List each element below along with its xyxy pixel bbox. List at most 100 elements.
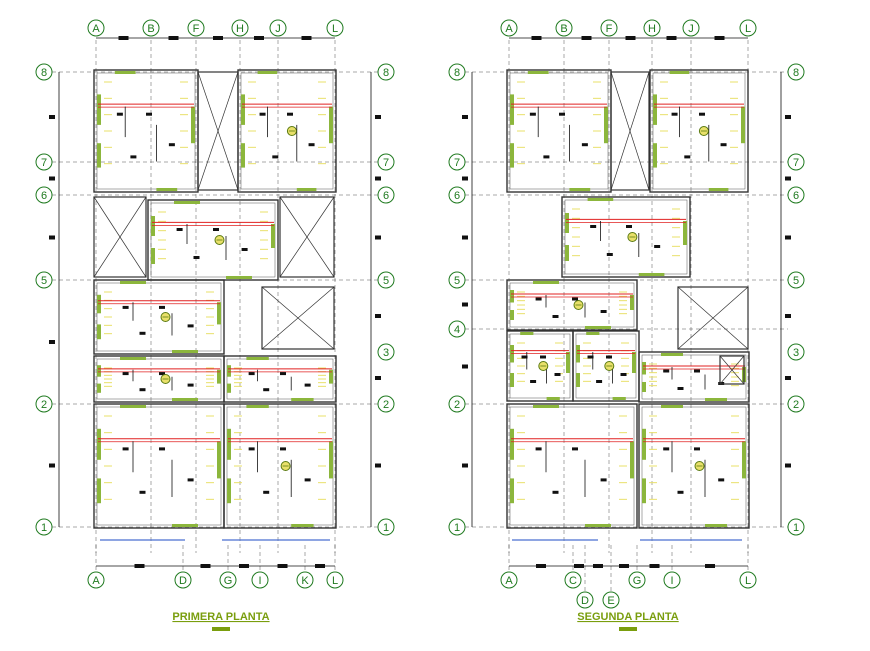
wall-hatch	[510, 290, 514, 303]
wall-hatch	[246, 405, 269, 408]
room-inner-wall	[96, 406, 222, 526]
axis-bubble-top-circle	[187, 19, 205, 37]
dimension-mark	[118, 36, 129, 40]
axis-bubble-top-label: B	[560, 23, 567, 35]
axis-bubble-bottom-circle	[87, 571, 105, 589]
room-wall	[638, 351, 750, 403]
axis-bubble-bottom-label: G	[224, 575, 233, 587]
axis-bubble-left-circle	[35, 518, 53, 536]
axis-bubble-top-label: L	[332, 23, 338, 35]
dimension-mark	[122, 447, 129, 451]
room-inner-wall	[509, 406, 635, 526]
axis-bubble-top-label: A	[505, 23, 513, 35]
dimension-mark	[277, 564, 288, 568]
dimension-mark	[375, 376, 381, 380]
axis-bubble-top-label: B	[147, 23, 154, 35]
shaft-frame	[93, 196, 147, 278]
wall-hatch	[586, 332, 600, 335]
dimension-mark	[785, 376, 791, 380]
dimension-mark	[529, 112, 536, 116]
dimension-mark	[280, 447, 286, 451]
wall-hatch	[565, 213, 569, 233]
wall-hatch	[683, 221, 687, 245]
axis-bubble-top-label: J	[275, 23, 281, 35]
wall-hatch	[576, 373, 580, 387]
dimension-mark	[168, 36, 179, 40]
room-wall	[649, 69, 749, 193]
room-inner-wall	[96, 282, 222, 352]
dimension-mark	[535, 447, 542, 451]
room-wall	[506, 279, 638, 331]
dimension-mark	[677, 490, 684, 494]
dimension-mark	[714, 36, 725, 40]
dimension-mark	[530, 380, 537, 383]
dimension-mark	[159, 305, 165, 309]
axis-bubble-right-circle	[377, 153, 395, 171]
wall-hatch	[510, 373, 514, 387]
wall-hatch	[669, 71, 690, 74]
axis-bubble-left-circle	[448, 153, 466, 171]
axis-bubble-bottom-label: A	[505, 575, 513, 587]
axis-bubble-right-circle	[377, 63, 395, 81]
axis-bubble-bottom-circle	[602, 591, 620, 609]
wall-hatch	[217, 441, 221, 479]
dimension-mark	[187, 478, 194, 482]
dimension-mark	[462, 176, 468, 181]
axis-bubble-top-label: H	[236, 23, 244, 35]
wall-hatch	[172, 350, 198, 353]
axis-bubble-bottom-circle	[739, 571, 757, 589]
axis-bubble-left-label: 6	[41, 190, 47, 202]
axis-bubble-bottom-circle	[251, 571, 269, 589]
axis-bubble-bottom-label: C	[569, 575, 577, 587]
wall-hatch	[642, 382, 646, 392]
dimension-mark	[304, 383, 311, 387]
room-wall	[93, 355, 225, 403]
axis-bubble-left-label: 6	[454, 190, 460, 202]
dimension-mark	[213, 228, 219, 231]
room-wall	[638, 403, 750, 529]
dimension-mark	[462, 115, 468, 119]
axis-bubble-top-circle	[555, 19, 573, 37]
wall-hatch	[741, 106, 745, 144]
dimension-mark	[139, 388, 146, 392]
dimension-mark	[272, 155, 279, 159]
shaft-cross	[610, 71, 650, 191]
axis-bubble-right-circle	[377, 186, 395, 204]
wall-hatch	[97, 478, 101, 504]
axis-bubble-bottom-label: L	[745, 575, 751, 587]
wall-hatch	[661, 405, 683, 408]
wall-hatch	[217, 369, 221, 384]
dimension-mark	[684, 155, 691, 159]
dimension-mark	[559, 112, 565, 116]
axis-bubble-left-circle	[35, 153, 53, 171]
dimension-mark	[581, 36, 592, 40]
room-inner-wall	[96, 358, 222, 400]
axis-bubble-right-circle	[377, 395, 395, 413]
dimension-mark	[521, 355, 528, 359]
room-inner-wall	[641, 354, 747, 400]
axis-bubble-bottom-circle	[296, 571, 314, 589]
shaft-frame	[279, 196, 335, 278]
dimension-mark	[552, 315, 559, 318]
wall-hatch	[329, 369, 333, 384]
wall-hatch	[120, 405, 146, 408]
axis-bubble-top-label: A	[92, 23, 100, 35]
dimension-mark	[254, 36, 264, 40]
wall-hatch	[630, 295, 634, 310]
dimension-mark	[587, 355, 594, 359]
wall-hatch	[241, 94, 245, 125]
axis-bubble-bottom-circle	[500, 571, 518, 589]
axis-bubble-bottom-circle	[663, 571, 681, 589]
axis-bubble-right-circle	[377, 343, 395, 361]
dimension-mark	[130, 155, 137, 159]
shaft-frame	[197, 71, 239, 191]
axis-bubble-right-circle	[787, 518, 805, 536]
axis-bubble-right-circle	[787, 63, 805, 81]
dimension-mark	[572, 297, 578, 301]
room-inner-wall	[150, 202, 276, 278]
wall-hatch	[569, 188, 591, 191]
dimension-mark	[785, 115, 791, 119]
room-wall	[147, 199, 279, 281]
